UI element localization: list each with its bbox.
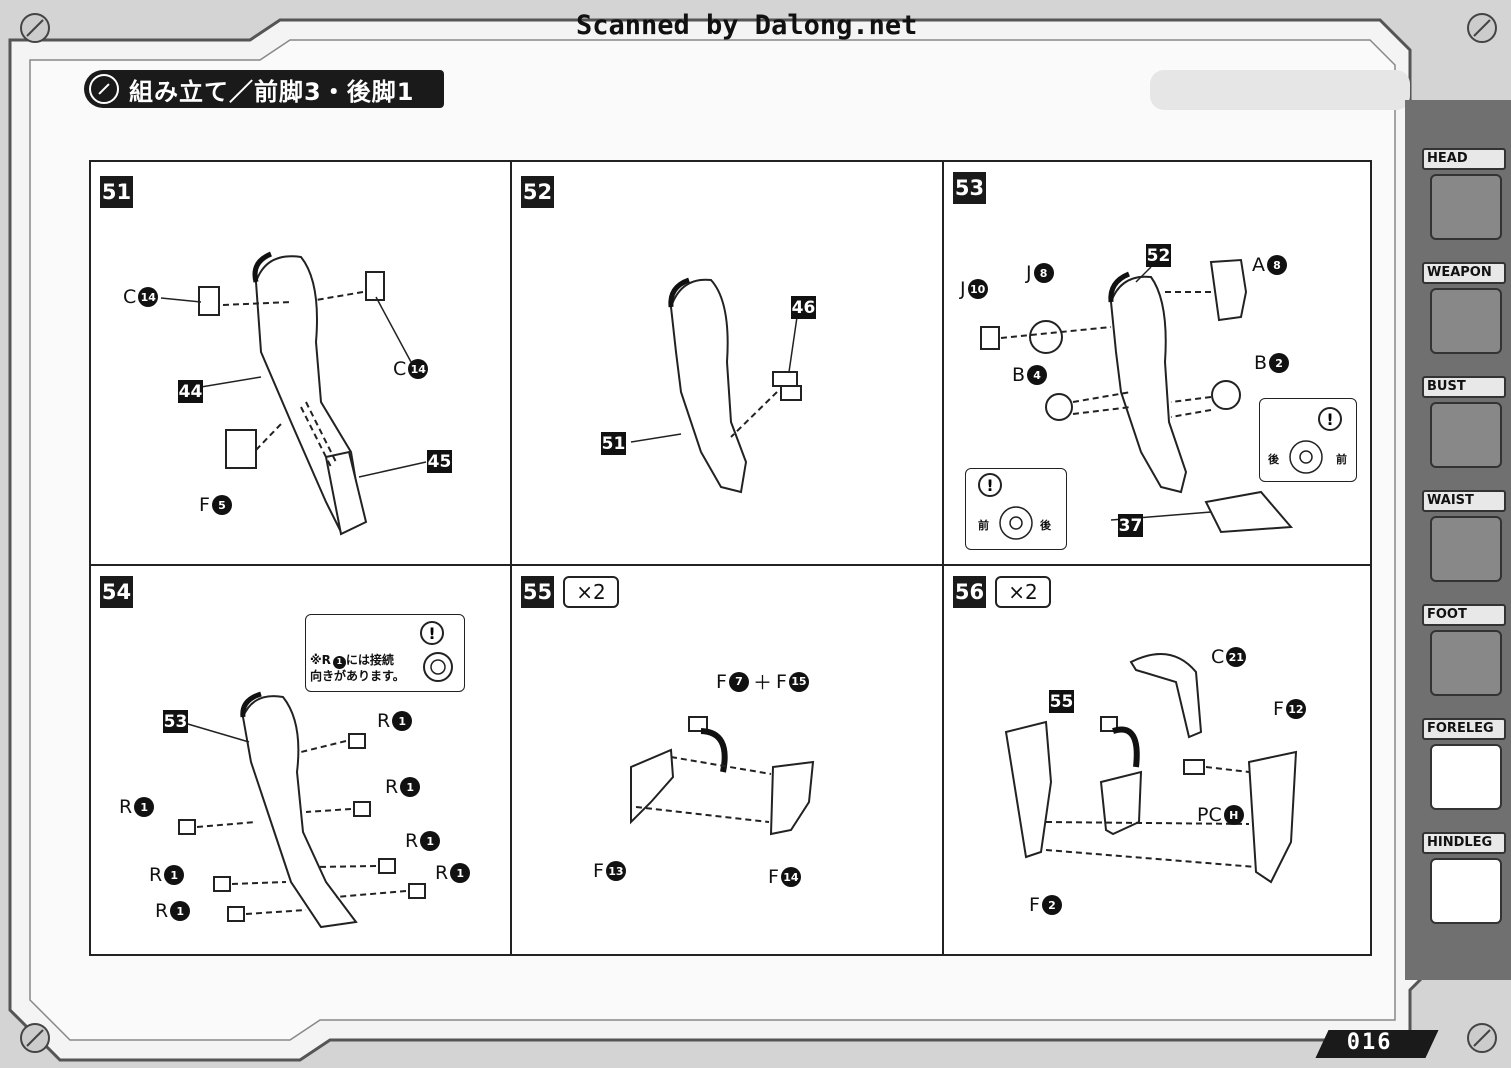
front-label: 前 <box>978 519 989 532</box>
bust-icon <box>1430 402 1502 468</box>
head-icon <box>1430 174 1502 240</box>
tab-foot[interactable]: FOOT <box>1422 604 1508 706</box>
exclamation-icon: ! <box>420 621 453 682</box>
step-number-53: 53 <box>953 172 986 204</box>
part-ref-badge: 44 <box>178 380 203 403</box>
tab-waist[interactable]: WAIST <box>1422 490 1508 592</box>
tab-hindleg[interactable]: HINDLEG <box>1422 832 1508 934</box>
section-title-badge: 組み立て／前脚3・後脚1 <box>84 70 444 108</box>
svg-text:!: ! <box>986 476 993 495</box>
wrench-icon <box>89 74 119 104</box>
page-number-badge: 016 <box>1315 1030 1439 1058</box>
part-ref-badge: 53 <box>163 710 188 733</box>
orientation-note: ! 前 後 <box>1259 398 1357 482</box>
orientation-note: ! 前 後 <box>965 468 1067 550</box>
tab-bust[interactable]: BUST <box>1422 376 1508 478</box>
tab-foreleg[interactable]: FORELEG <box>1422 718 1508 820</box>
quantity-multiplier: ×2 <box>563 576 619 608</box>
foot-icon <box>1430 630 1502 696</box>
section-title: 組み立て／前脚3・後脚1 <box>129 77 415 106</box>
grid-divider <box>942 162 944 954</box>
quantity-multiplier: ×2 <box>995 576 1051 608</box>
step-number-55: 55 <box>521 576 554 608</box>
grid-divider <box>91 564 1370 566</box>
section-tabs: HEAD WEAPON BUST WAIST FOOT FORELEG HIND… <box>1410 140 1511 980</box>
tab-weapon[interactable]: WEAPON <box>1422 262 1508 364</box>
page-number: 016 <box>1346 1030 1393 1055</box>
part-ref-badge: 51 <box>601 432 626 455</box>
step-number-51: 51 <box>100 176 133 208</box>
grid-divider <box>510 162 512 954</box>
part-ref-badge: 52 <box>1146 244 1171 267</box>
part-ref-badge: 46 <box>791 296 816 319</box>
exclamation-icon: ! <box>1289 407 1342 474</box>
part-ref-badge: 45 <box>427 450 452 473</box>
back-label: 後 <box>1040 519 1051 532</box>
tab-head[interactable]: HEAD <box>1422 148 1508 250</box>
scanned-credit: Scanned by Dalong.net <box>576 10 918 41</box>
foreleg-icon <box>1430 744 1502 810</box>
svg-text:!: ! <box>1326 410 1333 429</box>
front-label: 前 <box>1336 453 1347 466</box>
weapon-icon <box>1430 288 1502 354</box>
hindleg-icon <box>1430 858 1502 924</box>
svg-text:!: ! <box>428 624 435 643</box>
assembly-drawings <box>160 251 1298 929</box>
back-label: 後 <box>1268 453 1279 466</box>
step-number-52: 52 <box>521 176 554 208</box>
waist-icon <box>1430 516 1502 582</box>
part-ref-badge: 37 <box>1118 514 1143 537</box>
step-number-54: 54 <box>100 576 133 608</box>
exclamation-icon: ! <box>978 473 1033 540</box>
part-ref-badge: 55 <box>1049 690 1074 713</box>
step-number-56: 56 <box>953 576 986 608</box>
